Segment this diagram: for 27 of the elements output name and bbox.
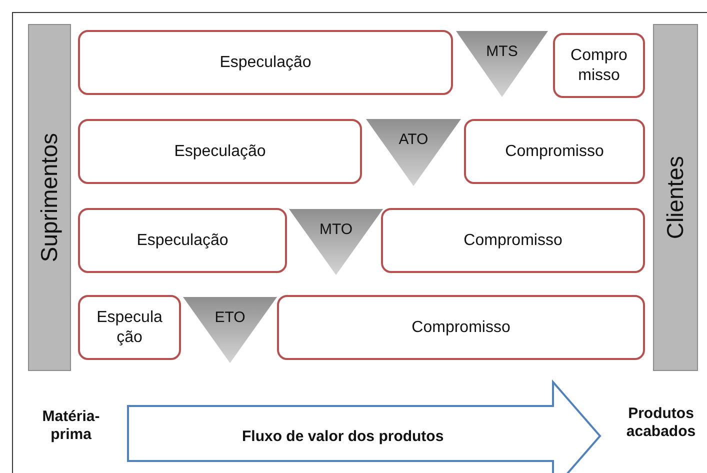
- rounded-box: [78, 208, 287, 273]
- rounded-box: [464, 119, 645, 184]
- bar-label: Suprimentos: [36, 132, 63, 262]
- box-label: Especulação: [173, 142, 267, 162]
- box-label: Compro misso: [570, 46, 628, 86]
- triangle-label: ATO: [398, 131, 428, 149]
- arrow-label: Fluxo de valor dos produtos: [242, 428, 444, 444]
- rounded-box: [381, 208, 645, 273]
- side-bar: [653, 24, 698, 371]
- box-label: Especulação: [218, 52, 312, 72]
- box-label: Especulação: [136, 230, 230, 250]
- box-label: Especula ção: [96, 308, 164, 348]
- rounded-box: [78, 30, 453, 95]
- box-label: Compromisso: [504, 142, 605, 162]
- side-bar: [28, 24, 71, 371]
- rounded-box: [553, 33, 645, 98]
- triangle-label: MTO: [319, 221, 353, 239]
- flow-end-label: Produtos acabados: [625, 405, 697, 441]
- box-label: Compromisso: [462, 230, 564, 250]
- triangle-label: ETO: [214, 309, 246, 327]
- box-label: Compromisso: [410, 318, 512, 338]
- bar-label: Clientes: [662, 156, 689, 240]
- rounded-box: [78, 119, 362, 184]
- triangle-label: MTS: [486, 43, 518, 61]
- rounded-box: [277, 295, 645, 360]
- flow-end-label: Matéria-prima: [41, 408, 101, 444]
- rounded-box: [78, 295, 181, 360]
